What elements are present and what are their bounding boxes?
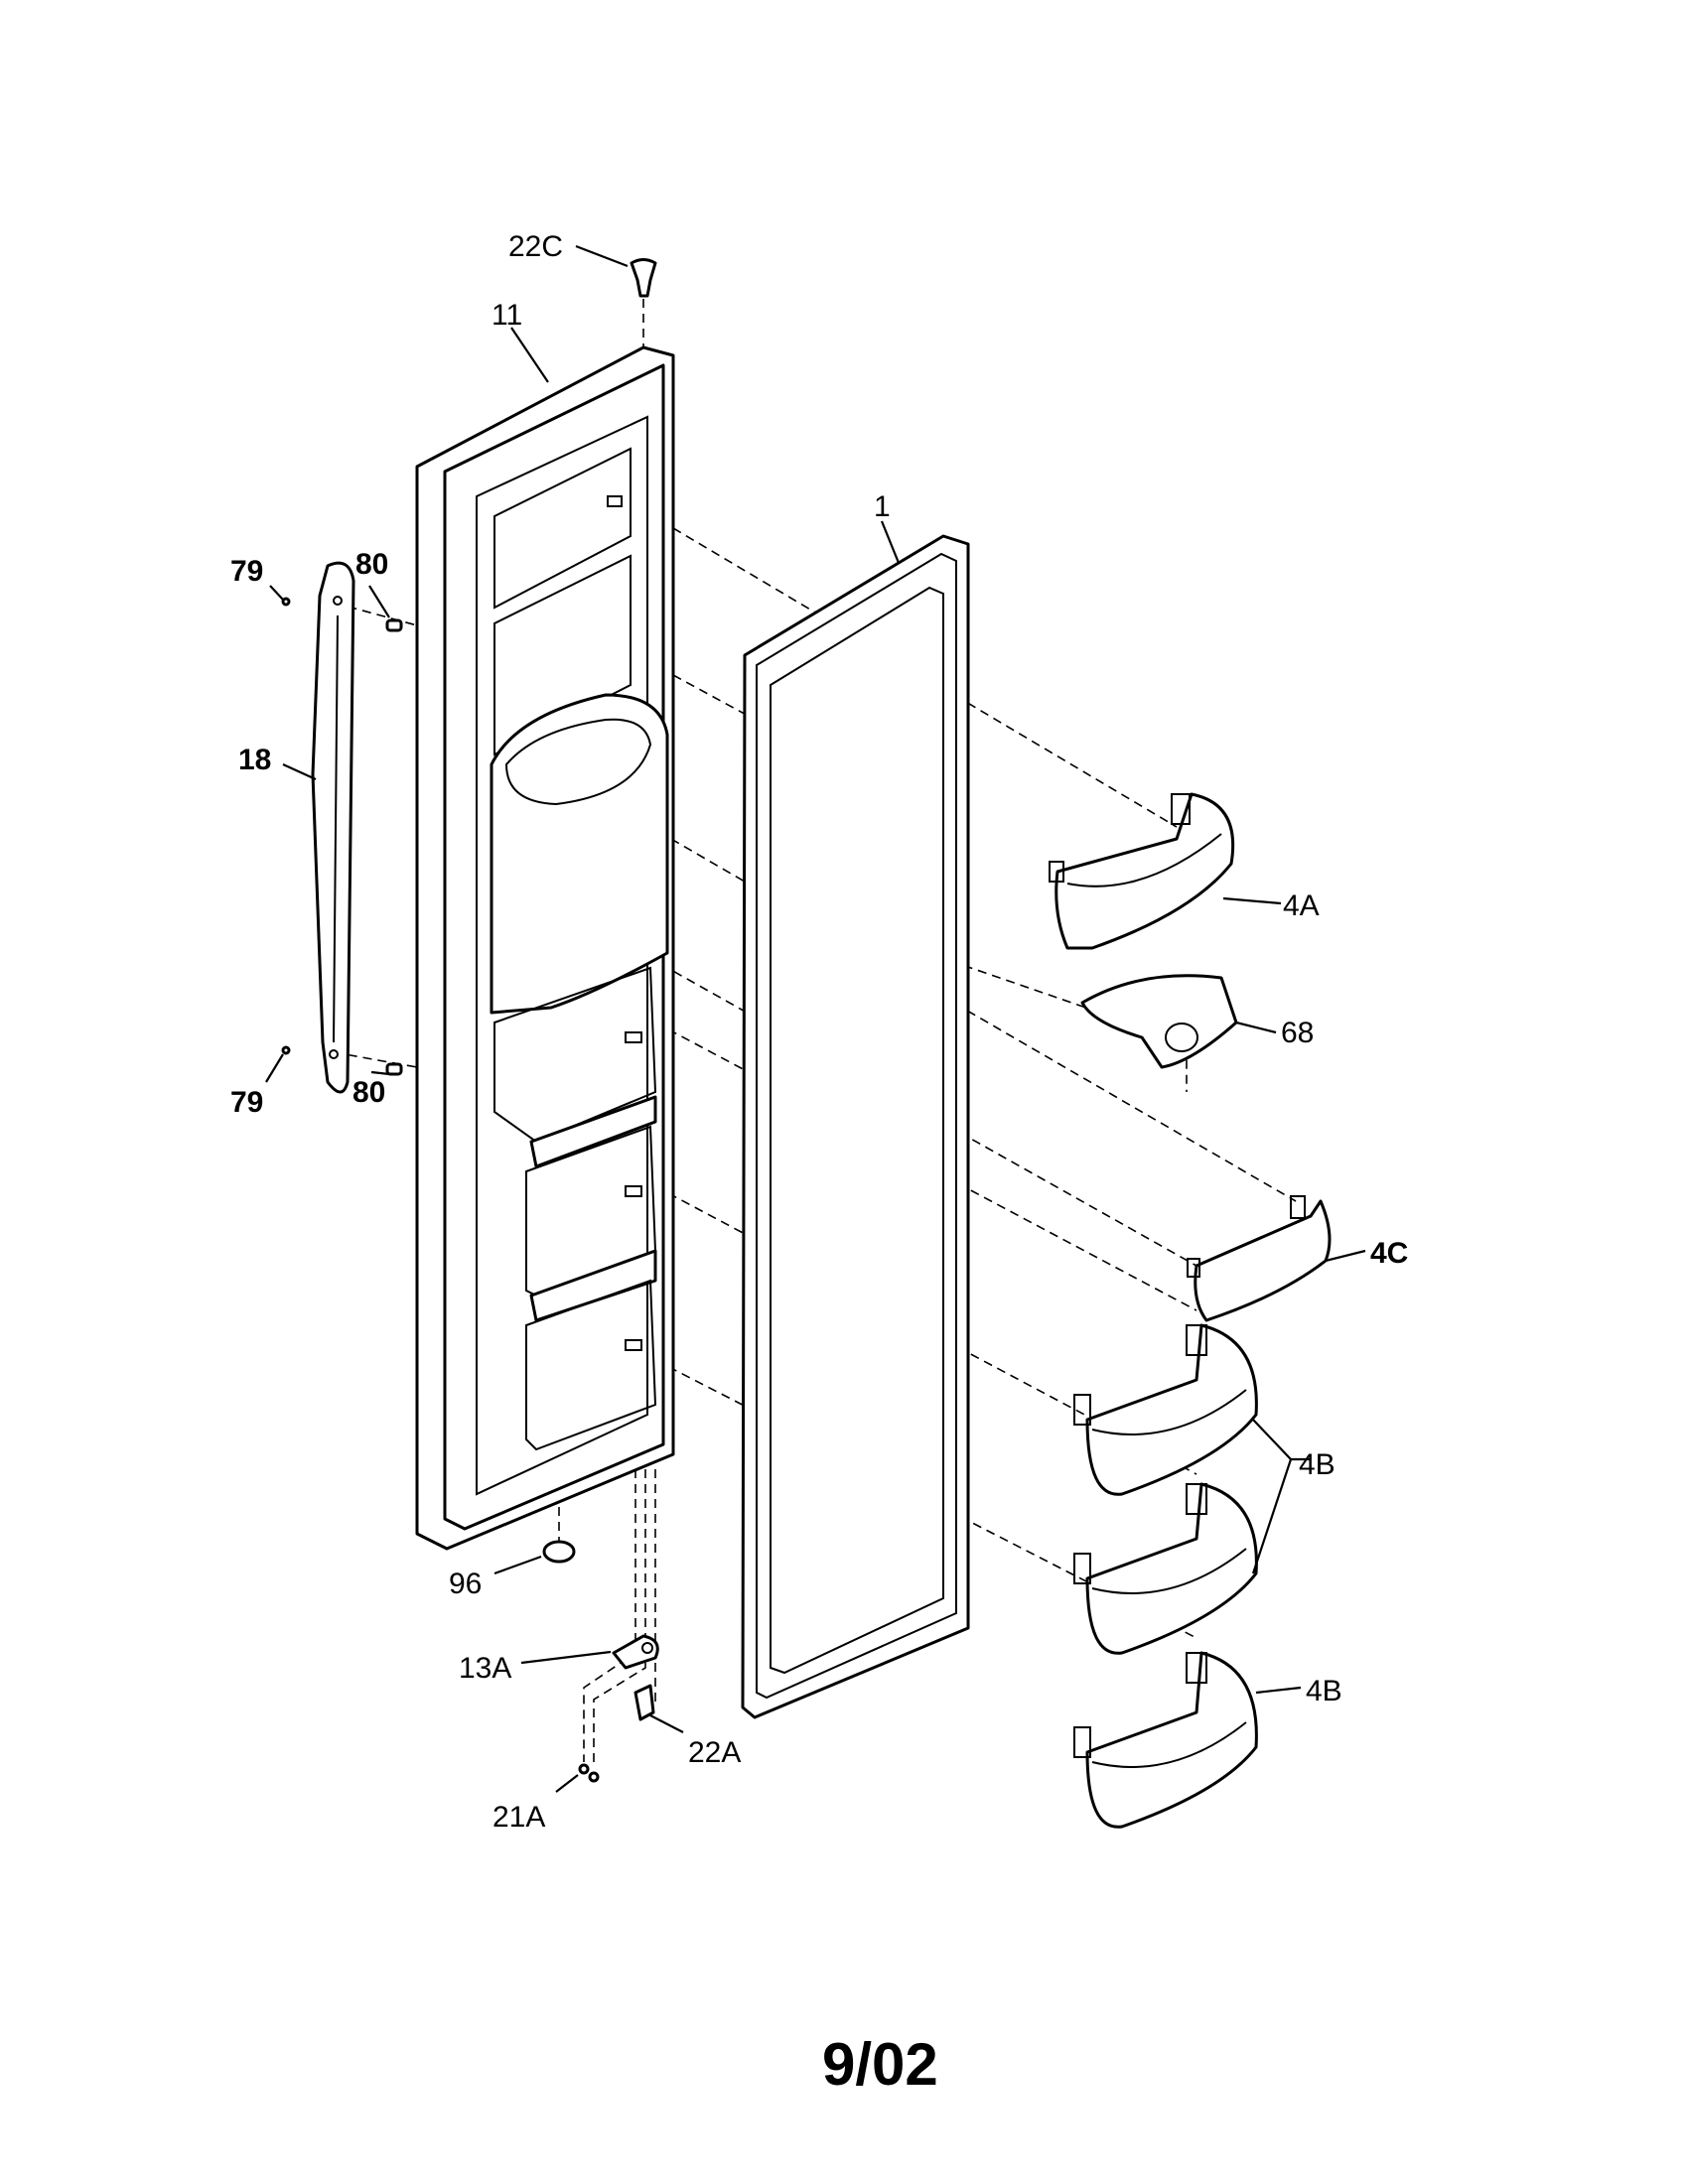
door-bin-4b-1 bbox=[1073, 1323, 1258, 1496]
label-13a: 13A bbox=[459, 1652, 511, 1685]
leader-lines bbox=[265, 244, 1366, 1793]
label-4a: 4A bbox=[1283, 889, 1320, 922]
label-22a: 22A bbox=[688, 1736, 741, 1769]
top-hinge-pin bbox=[630, 258, 657, 298]
label-80-bottom: 80 bbox=[352, 1076, 385, 1109]
label-4c: 4C bbox=[1370, 1237, 1408, 1270]
handle-screws bbox=[281, 597, 403, 1076]
bottom-hinge-parts bbox=[542, 1540, 659, 1783]
label-4b-pair: 4B bbox=[1299, 1448, 1336, 1481]
label-96: 96 bbox=[449, 1568, 482, 1600]
label-79-top: 79 bbox=[230, 555, 263, 588]
door-gasket bbox=[741, 534, 970, 1719]
label-4b-single: 4B bbox=[1306, 1675, 1342, 1707]
door-handle bbox=[311, 561, 355, 1094]
label-79-bottom: 79 bbox=[230, 1086, 263, 1119]
callout-labels: 22C 11 1 79 80 18 79 80 4A 68 4C 4B 4B 9… bbox=[230, 230, 1408, 1834]
label-80-top: 80 bbox=[355, 548, 388, 581]
label-1: 1 bbox=[874, 490, 891, 523]
label-22c: 22C bbox=[508, 230, 563, 263]
label-11: 11 bbox=[492, 299, 522, 332]
label-21a: 21A bbox=[492, 1801, 545, 1834]
door-liner bbox=[415, 345, 675, 1551]
door-bin-4c bbox=[1187, 1195, 1332, 1322]
door-bin-4a bbox=[1049, 792, 1235, 950]
label-68: 68 bbox=[1281, 1017, 1314, 1049]
footer-date: 9/02 bbox=[822, 2031, 938, 2098]
ice-chute-68 bbox=[1080, 974, 1238, 1069]
door-bin-4b-3 bbox=[1073, 1651, 1258, 1829]
label-18: 18 bbox=[238, 744, 271, 776]
door-bin-4b-2 bbox=[1073, 1482, 1258, 1655]
